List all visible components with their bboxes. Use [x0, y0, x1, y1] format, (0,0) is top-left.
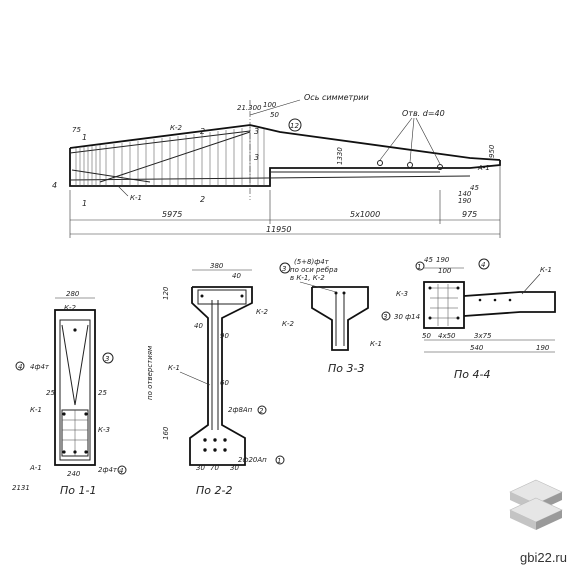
- svg-text:100: 100: [438, 267, 452, 275]
- svg-text:2: 2: [200, 127, 205, 136]
- svg-text:5x1000: 5x1000: [350, 210, 380, 219]
- svg-text:70: 70: [210, 464, 219, 472]
- callout-3: [102, 352, 114, 364]
- section-label-3-3: По 3-3: [328, 362, 364, 375]
- svg-text:25: 25: [46, 389, 55, 397]
- svg-text:К-2: К-2: [64, 304, 76, 312]
- svg-text:40: 40: [194, 322, 203, 330]
- svg-text:К-2: К-2: [282, 320, 294, 328]
- svg-text:4ф4т: 4ф4т: [30, 363, 50, 371]
- svg-text:190: 190: [458, 197, 472, 205]
- hole-2: [407, 162, 413, 168]
- svg-text:21.300: 21.300: [237, 104, 262, 112]
- svg-text:40: 40: [232, 272, 241, 280]
- svg-text:11950: 11950: [266, 225, 291, 234]
- svg-text:380: 380: [210, 262, 224, 270]
- svg-text:3: 3: [282, 265, 286, 273]
- svg-text:4: 4: [119, 467, 123, 475]
- svg-text:2ф20Ап: 2ф20Ап: [238, 456, 267, 464]
- svg-text:50: 50: [270, 111, 279, 119]
- axis-symmetry-label: Ось симметрии: [304, 93, 369, 102]
- hole-3: [437, 164, 443, 170]
- svg-text:3: 3: [254, 153, 259, 162]
- svg-text:А-1: А-1: [29, 464, 42, 472]
- svg-text:30: 30: [196, 464, 205, 472]
- svg-text:3: 3: [383, 313, 387, 321]
- site-brand: gbi22.ru: [520, 550, 567, 565]
- svg-text:4: 4: [18, 363, 22, 371]
- holes-label: Отв. d=40: [402, 109, 445, 118]
- svg-text:280: 280: [66, 290, 80, 298]
- svg-text:60: 60: [220, 379, 229, 387]
- svg-text:К-1: К-1: [540, 266, 552, 274]
- svg-text:100: 100: [263, 101, 277, 109]
- gbi-logo-icon: [509, 479, 563, 530]
- section-4-4: 45 190 100 4 1 К-1 К-3 3 30 ф14 50 4x50 …: [381, 256, 556, 381]
- section-1-1: 280 К-2 4ф4т 4 3 25 25 К-1 К-3 А-1 240 2…: [12, 290, 127, 497]
- svg-text:2131: 2131: [12, 484, 30, 492]
- svg-text:3: 3: [254, 127, 259, 136]
- svg-text:12: 12: [290, 122, 299, 130]
- svg-text:5975: 5975: [162, 210, 182, 219]
- svg-text:3x75: 3x75: [474, 332, 492, 340]
- svg-text:30: 30: [230, 464, 239, 472]
- svg-text:1330: 1330: [336, 147, 344, 165]
- svg-text:50: 50: [422, 332, 431, 340]
- svg-text:4x50: 4x50: [438, 332, 456, 340]
- svg-text:160: 160: [162, 426, 170, 440]
- section-3-3: 3 (5+8)ф4т по оси ребра в К-1, К-2 К-2 К…: [279, 258, 382, 375]
- svg-text:2: 2: [259, 407, 264, 415]
- svg-text:25: 25: [98, 389, 107, 397]
- svg-text:4: 4: [481, 261, 485, 269]
- svg-text:30 ф14: 30 ф14: [394, 313, 420, 321]
- svg-text:по отверстиям: по отверстиям: [146, 345, 154, 400]
- svg-text:540: 540: [470, 344, 484, 352]
- svg-text:2ф8Ап: 2ф8Ап: [228, 406, 253, 414]
- svg-text:140: 140: [458, 190, 472, 198]
- svg-text:К-1: К-1: [30, 406, 42, 414]
- svg-text:1: 1: [82, 199, 87, 208]
- svg-text:А-1: А-1: [477, 164, 490, 172]
- hole-1: [377, 160, 383, 166]
- section-label-1-1: По 1-1: [60, 484, 96, 497]
- svg-text:1: 1: [417, 263, 421, 271]
- svg-text:90: 90: [220, 332, 229, 340]
- svg-text:190: 190: [436, 256, 450, 264]
- svg-text:К-1: К-1: [168, 364, 180, 372]
- svg-text:2ф4т: 2ф4т: [98, 466, 118, 474]
- svg-text:К-2: К-2: [256, 308, 268, 316]
- svg-text:975: 975: [462, 210, 477, 219]
- svg-text:4: 4: [52, 181, 57, 190]
- svg-text:(5+8)ф4т: (5+8)ф4т: [294, 258, 330, 266]
- svg-text:3: 3: [105, 355, 109, 363]
- svg-text:К-2: К-2: [170, 124, 182, 132]
- svg-text:К-3: К-3: [396, 290, 408, 298]
- svg-text:950: 950: [488, 144, 496, 158]
- stirrup-lines: [75, 127, 265, 186]
- svg-text:К-1: К-1: [130, 194, 142, 202]
- svg-text:К-3: К-3: [98, 426, 110, 434]
- section-label-2-2: По 2-2: [196, 484, 232, 497]
- svg-text:120: 120: [162, 286, 170, 300]
- beam-elevation: Отв. d=40 Ось симметрии 21.300 100 50 12…: [52, 93, 501, 238]
- svg-text:в К-1, К-2: в К-1, К-2: [290, 274, 325, 282]
- svg-text:1: 1: [82, 133, 87, 142]
- section-label-4-4: По 4-4: [454, 368, 490, 381]
- svg-text:по оси ребра: по оси ребра: [290, 266, 338, 274]
- svg-text:45: 45: [470, 184, 479, 192]
- svg-text:240: 240: [67, 470, 81, 478]
- svg-text:45: 45: [424, 256, 433, 264]
- callout-12: [288, 118, 302, 132]
- svg-text:2: 2: [200, 195, 205, 204]
- svg-text:190: 190: [536, 344, 550, 352]
- svg-text:К-1: К-1: [370, 340, 382, 348]
- section-2-2: 380 40 40 90 60 К-2 К-1 2ф8Ап 2 2ф20Ап 1…: [146, 262, 285, 497]
- svg-text:75: 75: [72, 126, 81, 134]
- svg-text:1: 1: [277, 457, 281, 465]
